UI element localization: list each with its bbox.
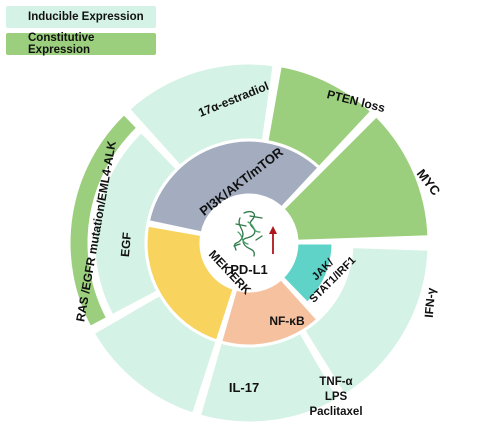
legend-inducible: Inducible Expression <box>6 6 156 28</box>
segment-pi3k-akt-mtor <box>146 138 322 235</box>
up-arrow-icon <box>269 226 277 254</box>
segment-ras-egfr-eml4-alk <box>67 111 141 330</box>
segment-nf-kb <box>218 276 321 348</box>
nfkb-label: NF-κB <box>269 314 305 328</box>
legend-constitutive-label: Constitutive Expression <box>28 32 95 56</box>
il17-label: IL-17 <box>229 380 259 395</box>
lps-label: LPS <box>325 391 348 403</box>
protein-structure-icon <box>233 210 263 257</box>
legend-inducible-label: Inducible Expression <box>28 11 144 23</box>
tnf-label: TNF-α <box>319 376 352 388</box>
segment-myc <box>280 113 431 243</box>
center-label: PD-L1 <box>230 262 268 277</box>
segment-ifn-gamma <box>301 245 431 398</box>
center-circle <box>202 196 296 290</box>
ifn-label: IFN-γ <box>422 287 439 318</box>
segment-mek-erk <box>144 223 237 343</box>
paclitaxel-label: Paclitaxel <box>309 406 362 418</box>
legend-constitutive: Constitutive Expression <box>6 32 156 56</box>
egf-label: EGF <box>118 232 134 258</box>
segment-jak-stat1-irf1 <box>280 241 335 306</box>
